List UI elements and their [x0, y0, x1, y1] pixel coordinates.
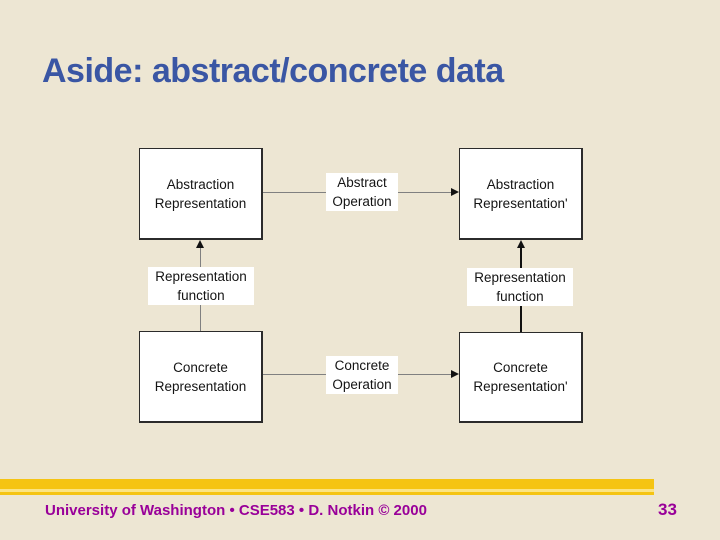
box-label: Concrete Representation — [154, 359, 247, 394]
footer-gold-stripe — [0, 492, 654, 495]
footer-gold-bar — [0, 479, 654, 489]
slide-title: Aside: abstract/concrete data — [42, 52, 504, 90]
footer-credit: University of Washington • CSE583 • D. N… — [45, 502, 427, 519]
box-concrete-representation-prime: Concrete Representation' — [459, 332, 583, 423]
box-abstraction-representation: Abstraction Representation — [139, 148, 263, 240]
label-representation-function-right: Representation function — [467, 268, 573, 306]
label-representation-function-left: Representation function — [148, 267, 254, 305]
footer-gold-stripe-light — [0, 489, 654, 492]
arrowhead-right-icon — [451, 370, 459, 378]
box-label: Abstraction Representation — [154, 176, 247, 211]
label-abstract-operation: Abstract Operation — [326, 173, 398, 211]
box-label: Concrete Representation' — [473, 360, 568, 394]
page-number: 33 — [658, 500, 677, 519]
arrowhead-up-icon — [517, 240, 525, 248]
arrowhead-up-icon — [196, 240, 204, 248]
arrowhead-right-icon — [451, 188, 459, 196]
label-concrete-operation: Concrete Operation — [326, 356, 398, 394]
box-concrete-representation: Concrete Representation — [139, 331, 263, 423]
box-label: Abstraction Representation' — [473, 176, 568, 211]
box-abstraction-representation-prime: Abstraction Representation' — [459, 148, 583, 240]
